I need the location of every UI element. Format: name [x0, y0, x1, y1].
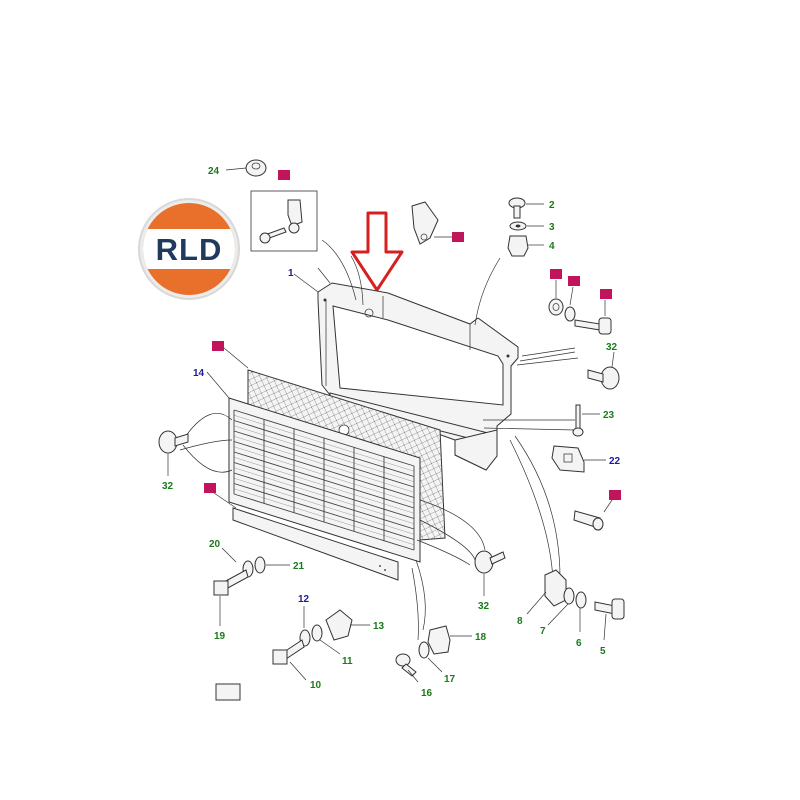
part-30-stud [573, 490, 621, 531]
label-32-left: 32 [162, 481, 174, 492]
label-12: 12 [298, 594, 310, 605]
slatted-grille [228, 397, 421, 563]
part-32-left-fastener: 32 [158, 430, 189, 492]
front-panel [317, 282, 519, 471]
label-16: 16 [421, 688, 433, 699]
part-24-grommet: 24 [208, 159, 267, 177]
label-7: 7 [540, 626, 546, 637]
parts-10-13-fixings: 12 11 13 10 [272, 594, 385, 691]
label-32-bottom: 32 [478, 601, 490, 612]
label-3: 3 [549, 222, 555, 233]
callout-box-33 [204, 483, 216, 493]
label-24: 24 [208, 166, 220, 177]
part-2-screw: 2 [508, 197, 555, 219]
label-21: 21 [293, 561, 305, 572]
label-32-right: 32 [606, 342, 618, 353]
part-32-bottom-fastener: 32 [474, 550, 506, 612]
part-22-plate-nut: 22 [551, 445, 621, 473]
label-2: 2 [549, 200, 555, 211]
part-29-latch [411, 201, 464, 245]
label-5: 5 [600, 646, 606, 657]
parts-5-8-fixings: 8 7 6 5 [517, 569, 625, 657]
label-18: 18 [475, 632, 487, 643]
label-8: 8 [517, 616, 523, 627]
leader-lines [179, 239, 579, 641]
label-11: 11 [342, 656, 353, 667]
label-17: 17 [444, 674, 456, 685]
rld-logo: RLD [138, 198, 240, 300]
logo-text: RLD [156, 232, 223, 267]
part-3-washer: 3 [509, 221, 555, 233]
label-10: 10 [310, 680, 322, 691]
label-23: 23 [603, 410, 615, 421]
label-22: 22 [609, 456, 621, 467]
highlight-arrow [350, 211, 404, 292]
callout-box-15 [212, 341, 224, 351]
parts-26-28-fixings [548, 269, 612, 335]
part-25-lock [250, 170, 318, 252]
parts-19-21-fixings: 20 21 19 [209, 539, 305, 642]
lower-strip [232, 507, 399, 581]
label-14: 14 [193, 368, 205, 379]
part-4-clip: 4 [507, 235, 555, 257]
label-13: 13 [373, 621, 385, 632]
parts-16-18-fixings: 18 17 16 [395, 625, 487, 699]
label-6: 6 [576, 638, 582, 649]
label-4: 4 [549, 241, 555, 252]
part-32-right-fastener: 32 [587, 342, 620, 390]
part-23-pin: 23 [572, 404, 615, 437]
label-19: 19 [214, 631, 226, 642]
partial-bracket [215, 683, 241, 701]
label-1: 1 [288, 268, 294, 279]
label-20: 20 [209, 539, 221, 550]
